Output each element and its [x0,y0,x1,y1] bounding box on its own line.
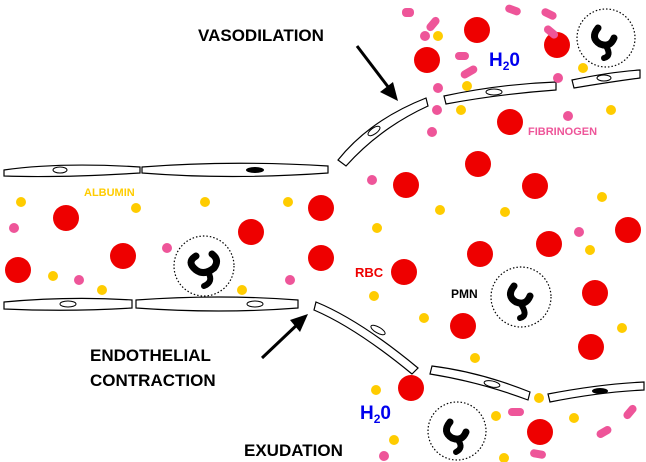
endothelial-cell [313,301,419,375]
rbc [522,173,548,199]
albumin-group [16,31,627,462]
rbc [615,217,641,243]
rbc [393,172,419,198]
rbc [578,334,604,360]
endothelial-contraction-arrow [260,314,308,360]
endothelial-cell [3,164,141,178]
rbc [527,419,553,445]
rbc [5,257,31,283]
pmn-cell-bottom [427,401,487,461]
fibrinogen-label: FIBRINOGEN [528,126,597,138]
endothelial-contraction-label-line2: CONTRACTION [90,371,216,390]
endothelium-upper-left [3,162,329,178]
vasodilation-label: VASODILATION [198,26,324,45]
rbc [544,32,570,58]
pmn-cell-center [490,266,552,328]
rbc [582,280,608,306]
rbc [467,241,493,267]
fibrinogen-group [9,4,637,461]
endothelial-cell [337,97,429,167]
rbc [414,47,440,73]
endothelial-cell [141,162,329,178]
endothelial-contraction-label-line1: ENDOTHELIAL [90,346,211,365]
rbc [53,205,79,231]
rbc [450,313,476,339]
exudation-label: EXUDATION [244,441,343,460]
rbc [308,245,334,271]
rbc [238,219,264,245]
pmn-label: PMN [451,287,478,301]
rbc [536,231,562,257]
endothelium-dilated-lower [313,301,645,403]
rbc [398,375,424,401]
albumin-label: ALBUMIN [84,187,135,199]
endothelium-dilated-upper [337,69,641,167]
rbc [308,195,334,221]
water-label-bottom: H20 [360,403,391,426]
endothelial-cell [135,296,299,312]
rbc-label: RBC [355,265,384,280]
rbc-group [5,17,641,445]
pmn-cell-lumen [173,235,235,297]
rbc [497,109,523,135]
endothelial-cell [429,365,531,401]
rbc [391,259,417,285]
rbc [465,151,491,177]
rbc [464,17,490,43]
rbc [110,243,136,269]
pmn-cell-top-right [576,8,636,68]
vasodilation-arrow [355,45,398,101]
water-label-top: H20 [489,50,520,73]
endothelium-lower-left [3,296,299,312]
